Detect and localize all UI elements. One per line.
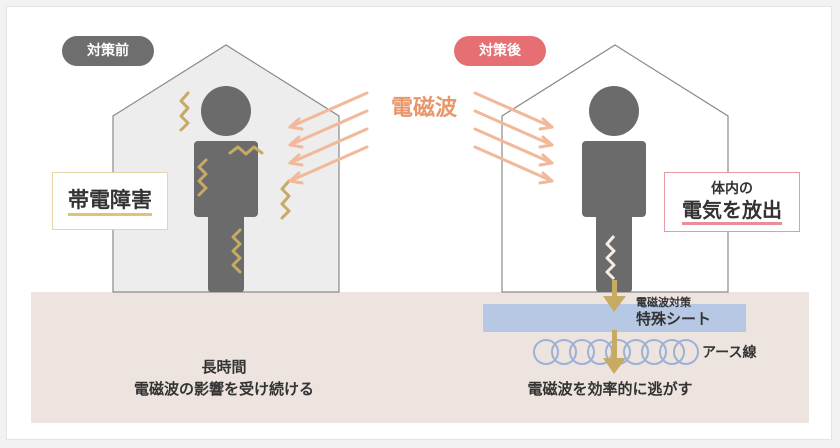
static-problem-box: 帯電障害 <box>52 172 168 230</box>
wave-arrows-right <box>473 91 554 185</box>
person-before <box>194 86 258 292</box>
caption-before-line1: 長時間 <box>201 358 247 376</box>
wave-label: 電磁波 <box>376 95 472 123</box>
discharge-line2: 電気を放出 <box>682 198 782 225</box>
sheet-label-line2: 特殊シート <box>636 310 712 328</box>
caption-before-line2: 電磁波の影響を受け続ける <box>133 380 314 398</box>
sheet-label-line1: 電磁波対策 <box>636 296 691 309</box>
earth-wire-label: アース線 <box>702 345 757 361</box>
static-zigzag-marks <box>179 91 291 274</box>
badge-after: 対策後 <box>454 36 546 66</box>
earth-coil <box>533 339 699 365</box>
static-problem-label: 帯電障害 <box>68 187 152 216</box>
wave-arrows-left <box>288 91 369 185</box>
badge-before: 対策前 <box>62 36 154 66</box>
discharge-arrow <box>603 280 626 374</box>
caption-after: 電磁波を効率的に逃がす <box>527 380 693 398</box>
caption-before: 長時間 電磁波の影響を受け続ける <box>84 356 364 400</box>
discharge-zigzag <box>605 235 616 281</box>
discharge-line1: 体内の <box>711 180 753 197</box>
discharge-box: 体内の 電気を放出 <box>664 172 800 232</box>
sheet-label: 電磁波対策 特殊シート <box>636 296 756 329</box>
